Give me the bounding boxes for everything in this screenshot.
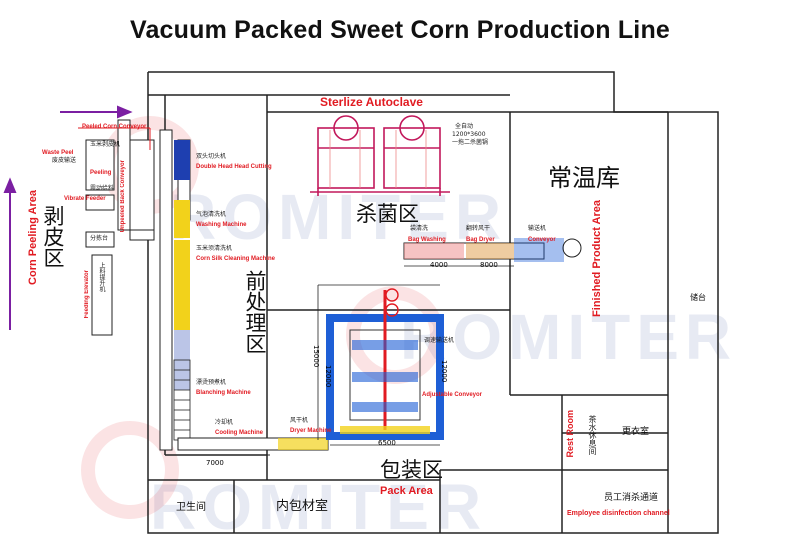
autoclave-note-3: 一拖二杀菌锅 <box>452 139 489 146</box>
label-corn-silk-cleaning: Corn Silk Cleaning Machine <box>196 256 276 262</box>
pack-area-cn: 包装区 <box>380 458 443 482</box>
dimension-6500: 6500 <box>378 439 396 447</box>
platform-cn: 储台 <box>690 293 706 302</box>
cn-blanching: 漂烫预煮机 <box>196 379 227 386</box>
cn-bag-dryer: 翻转风干 <box>466 225 491 232</box>
cn-peeling: 玉米剥皮机 <box>90 141 121 148</box>
watermark: ROMITER <box>150 471 488 543</box>
pack-area-label: Pack Area <box>380 485 433 497</box>
autoclave-note-1: 全自动 <box>455 123 474 130</box>
cn-adjustable: 调速输送机 <box>424 337 455 344</box>
cn-sorting-platform: 分拣台 <box>90 235 109 242</box>
label-feeding-elevator: Feeding Elevator <box>84 270 90 319</box>
label-peeled-corn-conveyor: Peeled Corn Conveyor <box>82 124 147 130</box>
rest-room-cn: 茶水休息间 <box>588 415 597 455</box>
dimension-12000b: 12000 <box>440 360 448 383</box>
finished-product-area-label: Finished Product Area <box>591 200 603 317</box>
corn-peeling-area-cn: 剥皮区 <box>41 205 65 268</box>
employee-disinfection-label: Employee disinfection channel <box>567 510 670 517</box>
dimension-12000: 12000 <box>324 365 332 388</box>
dimension-8000: 8000 <box>480 261 498 269</box>
dimension-7000: 7000 <box>206 459 224 467</box>
sterilize-autoclave-label: Sterlize Autoclave <box>320 95 423 109</box>
cn-vibrate: 震动给料 <box>90 185 115 192</box>
cn-cooling: 冷却机 <box>215 419 234 426</box>
cn-silk: 玉米须清洗机 <box>196 245 233 252</box>
label-conveyor: Conveyor <box>528 237 556 243</box>
cn-washing: 气泡清洗机 <box>196 211 227 218</box>
label-bag-dryer: Bag Dryer <box>466 237 495 243</box>
autoclave-note-2: 1200*3600 <box>452 131 486 138</box>
label-double-head-cutting: Double Head Head Cutting <box>196 164 272 170</box>
pretreatment-area-cn: 前处理区 <box>243 270 267 354</box>
sterilize-area-cn: 杀菌区 <box>356 202 419 226</box>
diagram-title: Vacuum Packed Sweet Corn Production Line <box>129 16 671 44</box>
watermark: ROMITER <box>400 301 738 373</box>
cn-dryer: 风干机 <box>290 417 309 424</box>
cn-waste-peel: 废皮输送 <box>52 157 77 164</box>
cn-conveyor: 输送机 <box>528 225 547 232</box>
cn-cutting: 双头切头机 <box>196 153 227 160</box>
label-vibrate-feeder: Vibrate Feeder <box>64 196 106 202</box>
label-blanching-machine: Blanching Machine <box>196 390 251 396</box>
corn-peeling-area-label: Corn Peeling Area <box>27 190 39 285</box>
label-dryer-machine: Dryer Machine <box>290 428 332 434</box>
changing-room-cn: 更衣室 <box>622 427 650 437</box>
label-peeling: Peeling <box>90 170 112 176</box>
label-bag-washing: Bag Washing <box>408 237 446 243</box>
label-waste-peel: Waste Peel <box>42 150 74 156</box>
label-adjustable-conveyor: Adjustable Conveyor <box>422 392 483 398</box>
label-cooling-machine: Cooling Machine <box>215 430 263 436</box>
finished-product-cn: 常温库 <box>548 164 620 192</box>
dimension-15000: 15000 <box>312 345 320 368</box>
cn-elevator: 上料提升机 <box>98 262 105 292</box>
label-unpeeled-back-conveyor: Unpeeled Back Conveyor <box>120 160 126 233</box>
rest-room-label: Rest Room <box>565 410 575 458</box>
inner-packing-room-cn: 内包材室 <box>276 499 329 514</box>
employee-disinfection-cn: 员工消杀通道 <box>604 493 659 503</box>
label-washing-machine: Washing Machine <box>196 222 247 228</box>
toilet-cn: 卫生间 <box>176 502 206 513</box>
dimension-4000: 4000 <box>430 261 448 269</box>
cn-bag-washing: 袋清洗 <box>410 225 429 232</box>
watermark: ROMITER <box>170 181 508 253</box>
